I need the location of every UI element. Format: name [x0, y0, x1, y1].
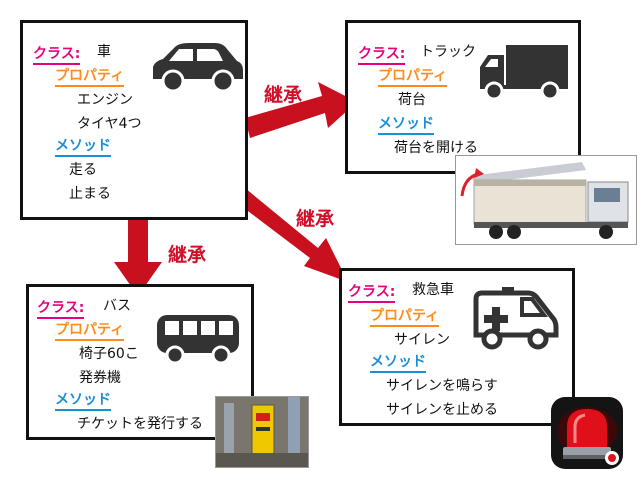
- inherit-label-truck: 継承: [264, 84, 303, 106]
- ambulance-icon: [473, 287, 559, 350]
- class-name: 救急車: [412, 282, 454, 298]
- truck-photo: [455, 155, 637, 245]
- bus-icon: [157, 315, 239, 365]
- property-label: プロパティ: [55, 69, 125, 87]
- class-box-ambulance: クラス: 救急車 プロパティ サイレン メソッド サイレンを鳴らす サイレンを止…: [339, 268, 575, 426]
- car-icon: [153, 43, 243, 93]
- class-name: バス: [103, 298, 131, 314]
- ticket-machine-illustration: [216, 397, 308, 467]
- method-value: 止まる: [69, 186, 111, 202]
- property-label: プロパティ: [55, 323, 125, 341]
- method-label: メソッド: [55, 139, 111, 157]
- method-label: メソッド: [55, 393, 111, 411]
- truck-icon: [480, 45, 568, 101]
- property-label: プロパティ: [378, 69, 448, 87]
- method-value: サイレンを止める: [386, 402, 498, 418]
- property-value: タイヤ4つ: [77, 116, 142, 132]
- method-value: チケットを発行する: [77, 416, 203, 432]
- class-box-car: クラス: 車 プロパティ エンジン タイヤ4つ メソッド 走る 止まる: [20, 20, 248, 220]
- method-label: メソッド: [370, 355, 426, 373]
- property-value: 荷台: [398, 92, 426, 108]
- inherit-label-ambulance: 継承: [296, 208, 335, 230]
- property-value: 発券機: [79, 370, 121, 386]
- class-label: クラス:: [37, 301, 85, 319]
- notification-dot: [605, 451, 619, 465]
- inherit-label-bus: 継承: [168, 244, 207, 266]
- class-label: クラス:: [33, 47, 81, 65]
- ticket-machine-photo: [215, 396, 309, 468]
- method-label: メソッド: [378, 117, 434, 135]
- class-label: クラス:: [358, 47, 406, 65]
- class-box-truck: クラス: トラック プロパティ 荷台 メソッド 荷台を開ける: [345, 20, 581, 174]
- method-value: 荷台を開ける: [394, 140, 478, 156]
- class-name: 車: [97, 44, 111, 60]
- siren-app-icon: [551, 397, 623, 469]
- property-value: 椅子60こ: [79, 346, 139, 362]
- siren-icon: [557, 407, 617, 459]
- class-name: トラック: [420, 44, 476, 60]
- truck-photo-illustration: [460, 162, 629, 239]
- method-value: 走る: [69, 162, 97, 178]
- property-value: エンジン: [77, 92, 133, 108]
- property-value: サイレン: [394, 332, 450, 348]
- class-label: クラス:: [348, 285, 396, 303]
- method-value: サイレンを鳴らす: [386, 378, 498, 394]
- property-label: プロパティ: [370, 309, 440, 327]
